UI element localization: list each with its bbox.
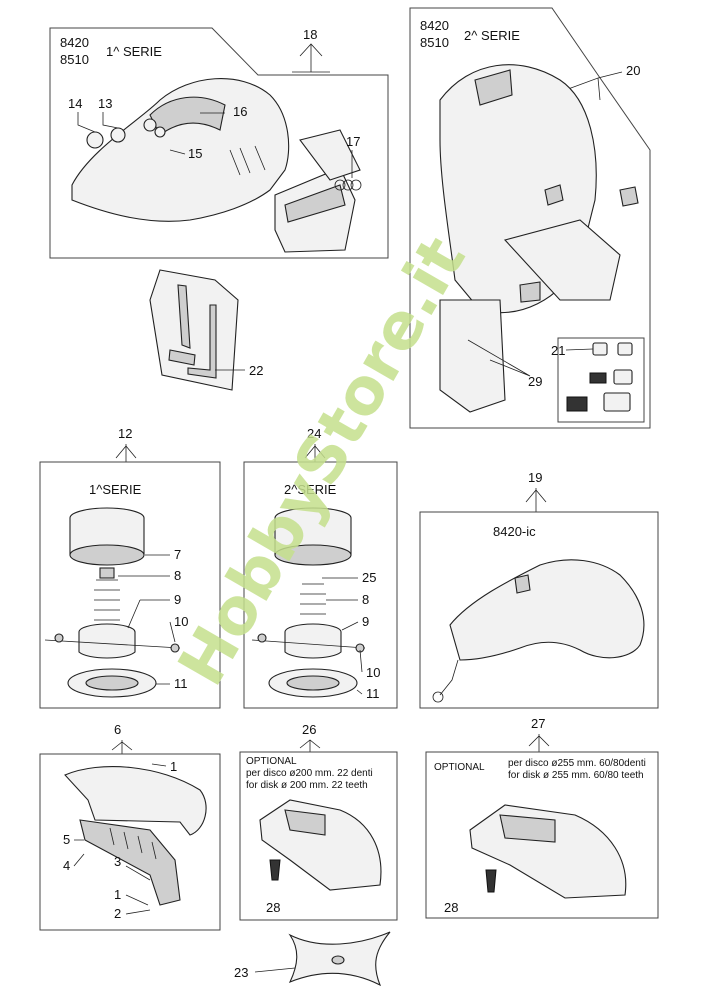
ref-number: 12 <box>118 426 132 441</box>
optional-label: OPTIONAL <box>246 756 297 767</box>
callout-number: 21 <box>551 343 565 358</box>
panel-spool-2-serie: 24 2^SERIE 25 8 9 10 11 <box>243 426 398 709</box>
callout-number: 28 <box>444 900 458 915</box>
callout-number: 9 <box>174 592 181 607</box>
panel-hex-key: 22 <box>149 269 263 391</box>
callout-number: 29 <box>528 374 542 389</box>
ref-number: 26 <box>302 722 316 737</box>
callout-number: 9 <box>362 614 369 629</box>
callout-number: 15 <box>188 146 202 161</box>
spool-2-drawing <box>251 507 366 698</box>
ref-number: 27 <box>531 716 545 731</box>
callout-number: 22 <box>249 363 263 378</box>
callout-number: 3 <box>114 854 121 869</box>
callout-number: 8 <box>174 568 181 583</box>
model-label: 8420 <box>60 35 89 50</box>
ref-number: 20 <box>626 63 640 78</box>
callout-number: 28 <box>266 900 280 915</box>
callout-number: 17 <box>346 134 360 149</box>
buckles-set <box>566 342 633 412</box>
callout-number: 1 <box>114 887 121 902</box>
model-label: 8420 <box>420 18 449 33</box>
strap-drawing <box>432 559 645 703</box>
harness-2-drawing <box>439 64 639 413</box>
harness-1-drawing <box>71 78 362 253</box>
callout-number: 7 <box>174 547 181 562</box>
panel-guard: 6 1 5 4 3 1 2 <box>39 722 221 931</box>
callout-number: 5 <box>63 832 70 847</box>
callout-number: 8 <box>362 592 369 607</box>
callout-number: 13 <box>98 96 112 111</box>
ref-number: 24 <box>307 426 321 441</box>
disk-255-guard-drawing <box>469 804 627 899</box>
callout-number: 23 <box>234 965 248 980</box>
callout-number: 1 <box>170 759 177 774</box>
model-label: 8420-ic <box>493 524 536 539</box>
ref-number: 19 <box>528 470 542 485</box>
callout-number: 2 <box>114 906 121 921</box>
spec-line-en: for disk ø 255 mm. 60/80 teeth <box>508 770 644 781</box>
panel-strap: 19 8420-ic <box>419 470 659 709</box>
spool-1-drawing <box>44 507 181 698</box>
spec-line-it: per disco ø200 mm. 22 denti <box>246 768 373 779</box>
callout-number: 11 <box>174 676 188 691</box>
model-label: 8510 <box>420 35 449 50</box>
serie-label: 2^SERIE <box>284 482 337 497</box>
serie-label: 1^SERIE <box>89 482 142 497</box>
spec-line-it: per disco ø255 mm. 60/80denti <box>508 758 646 769</box>
callout-number: 10 <box>366 665 380 680</box>
panel-spool-1-serie: 12 1^SERIE 7 8 9 10 11 <box>39 426 221 709</box>
serie-label: 1^ SERIE <box>106 44 162 59</box>
blade-23: 23 <box>234 931 391 987</box>
ref-number: 18 <box>303 27 317 42</box>
spec-line-en: for disk ø 200 mm. 22 teeth <box>246 780 368 791</box>
disk-200-guard-drawing <box>259 799 382 891</box>
panel-disk-255: 27 OPTIONAL per disco ø255 mm. 60/80dent… <box>425 716 659 919</box>
callout-number: 16 <box>233 104 247 119</box>
guard-drawing <box>64 766 207 906</box>
callout-number: 11 <box>366 686 380 701</box>
optional-label: OPTIONAL <box>434 762 485 773</box>
model-label: 8510 <box>60 52 89 67</box>
panel-disk-200: 26 OPTIONAL per disco ø200 mm. 22 denti … <box>239 722 398 921</box>
callout-number: 10 <box>174 614 188 629</box>
panel-harness-1-serie: 8420 8510 1^ SERIE 18 14 13 16 15 17 <box>49 27 389 259</box>
ref-number: 6 <box>114 722 121 737</box>
panel-harness-2-serie: 8420 8510 2^ SERIE 20 21 29 <box>409 7 651 429</box>
serie-label: 2^ SERIE <box>464 28 520 43</box>
callout-number: 14 <box>68 96 82 111</box>
callout-number: 25 <box>362 570 376 585</box>
callout-number: 4 <box>63 858 70 873</box>
